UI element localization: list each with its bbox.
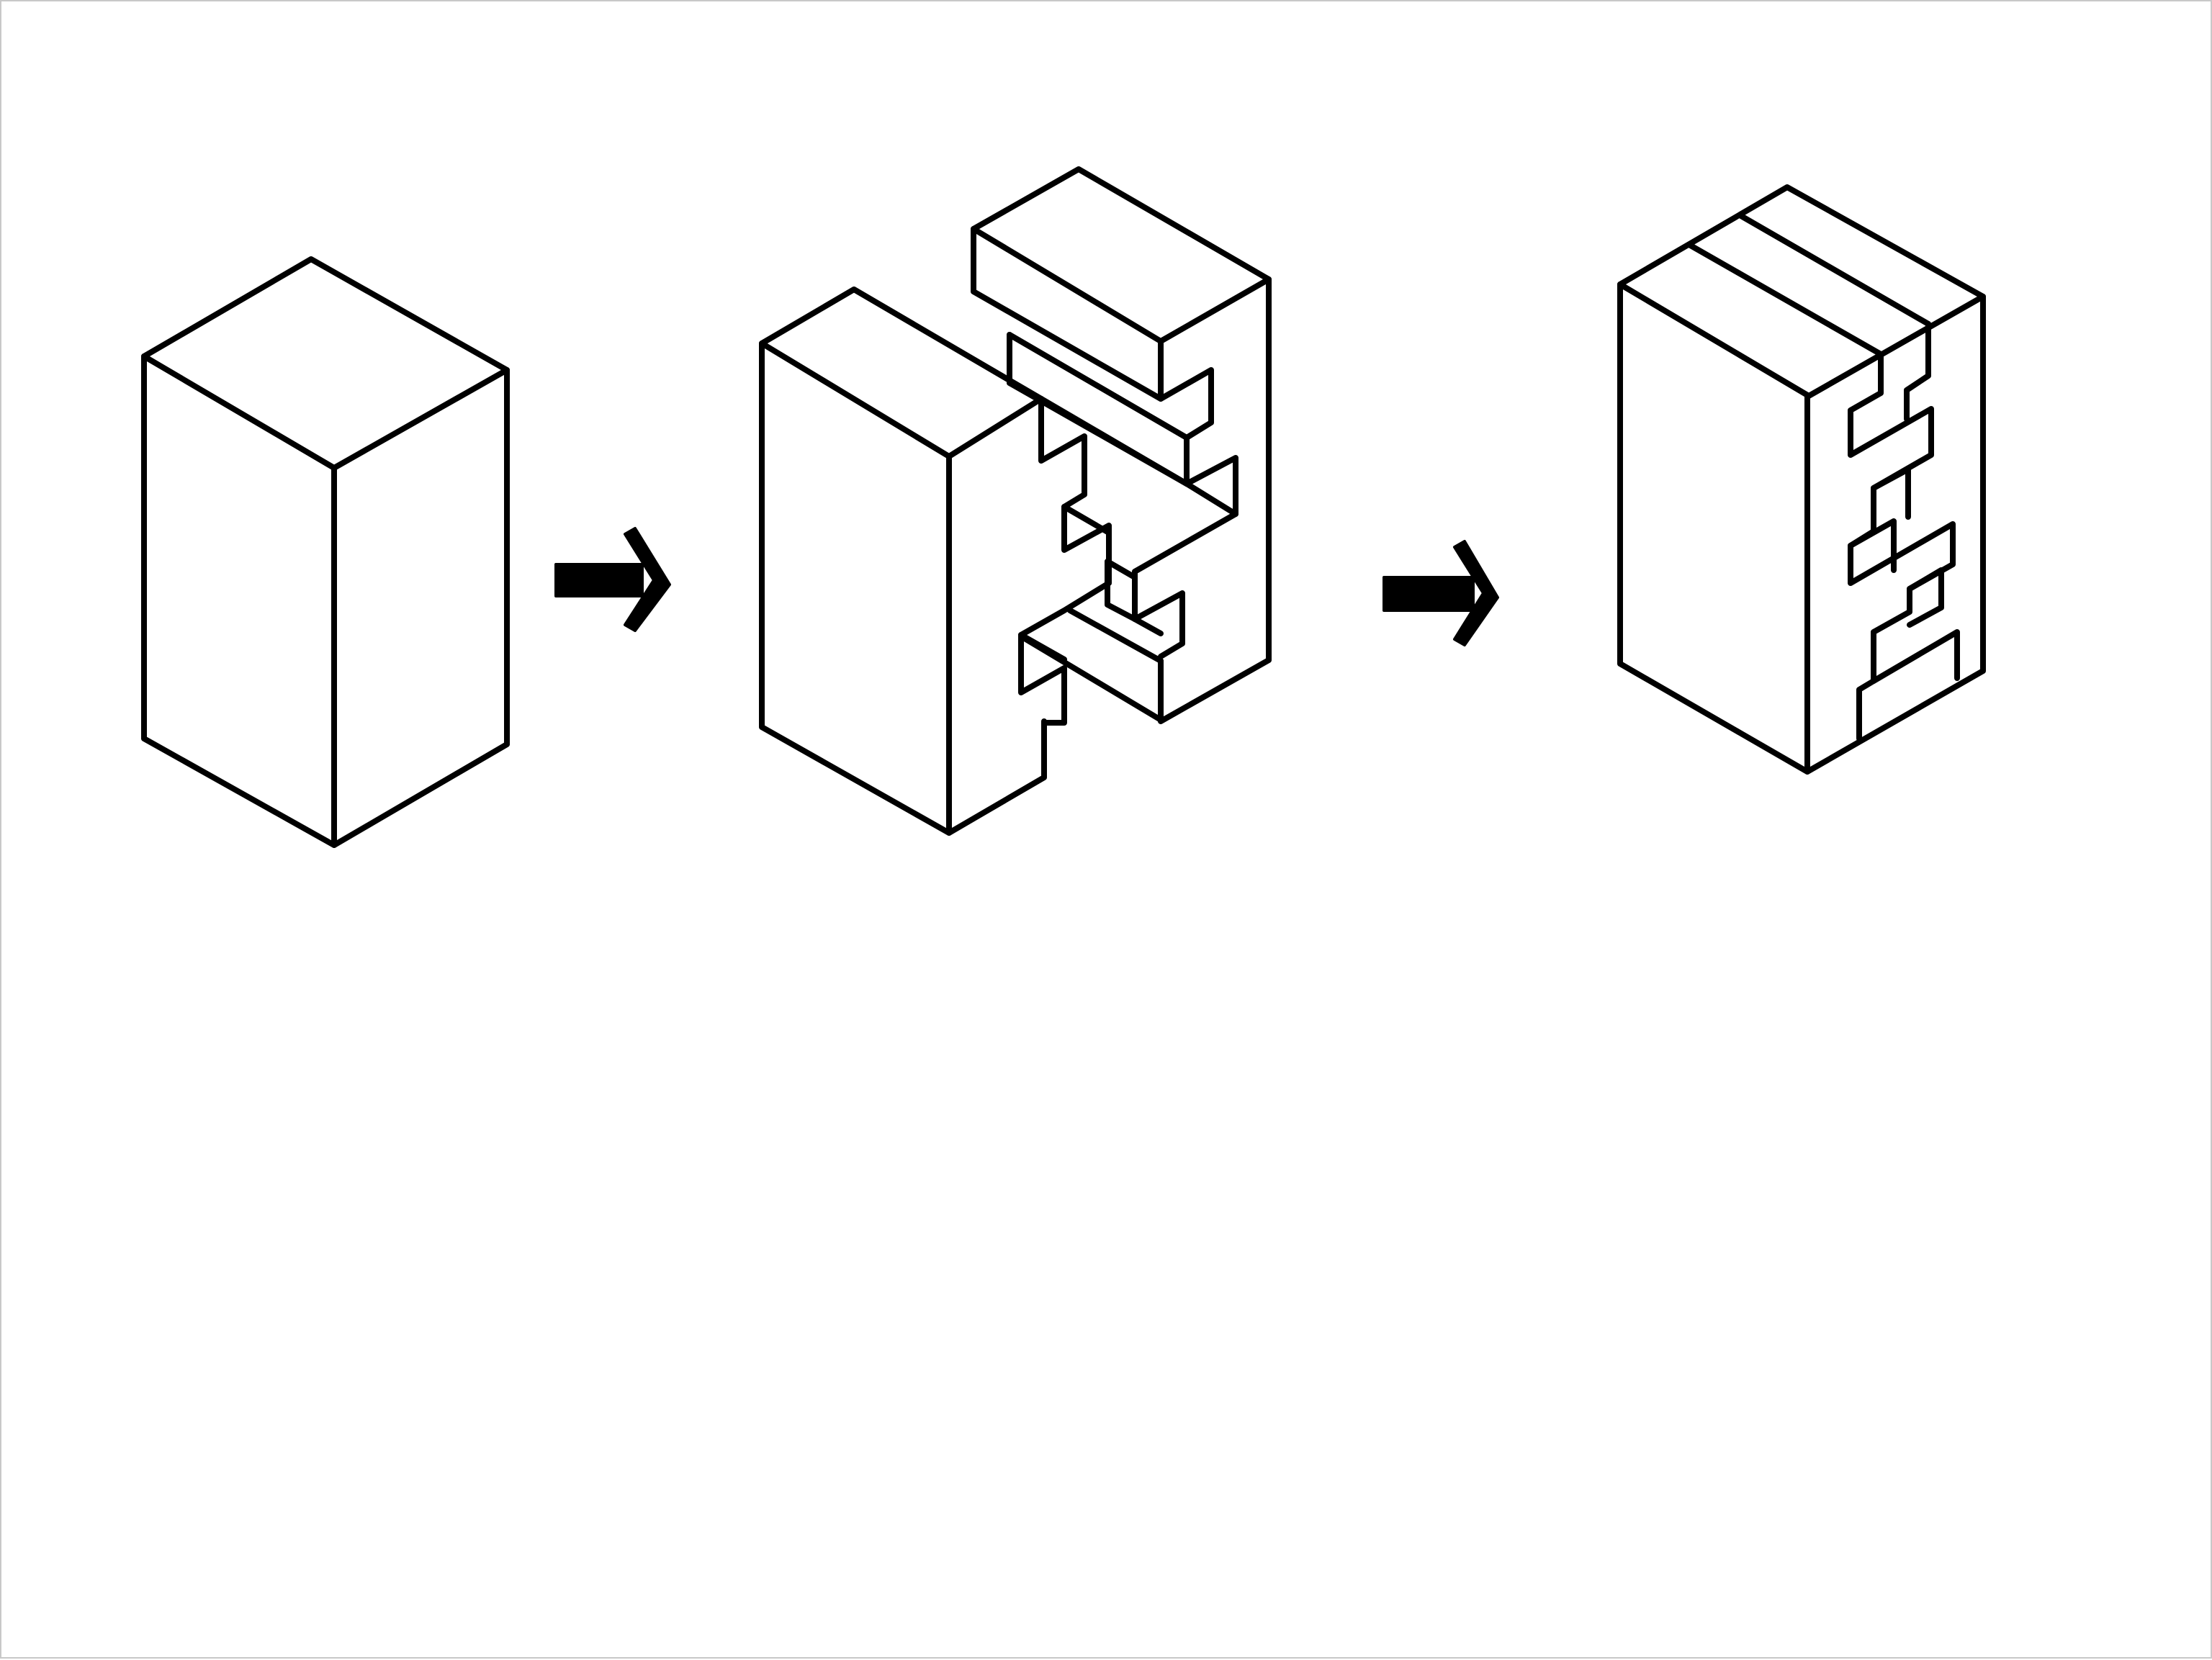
arrow-right-icon [554, 527, 671, 632]
split-interlocking-blocks [759, 166, 1272, 836]
assembled-interlocked-block [1617, 184, 1986, 775]
solid-block [141, 256, 510, 848]
arrow-right-icon [1382, 540, 1499, 646]
